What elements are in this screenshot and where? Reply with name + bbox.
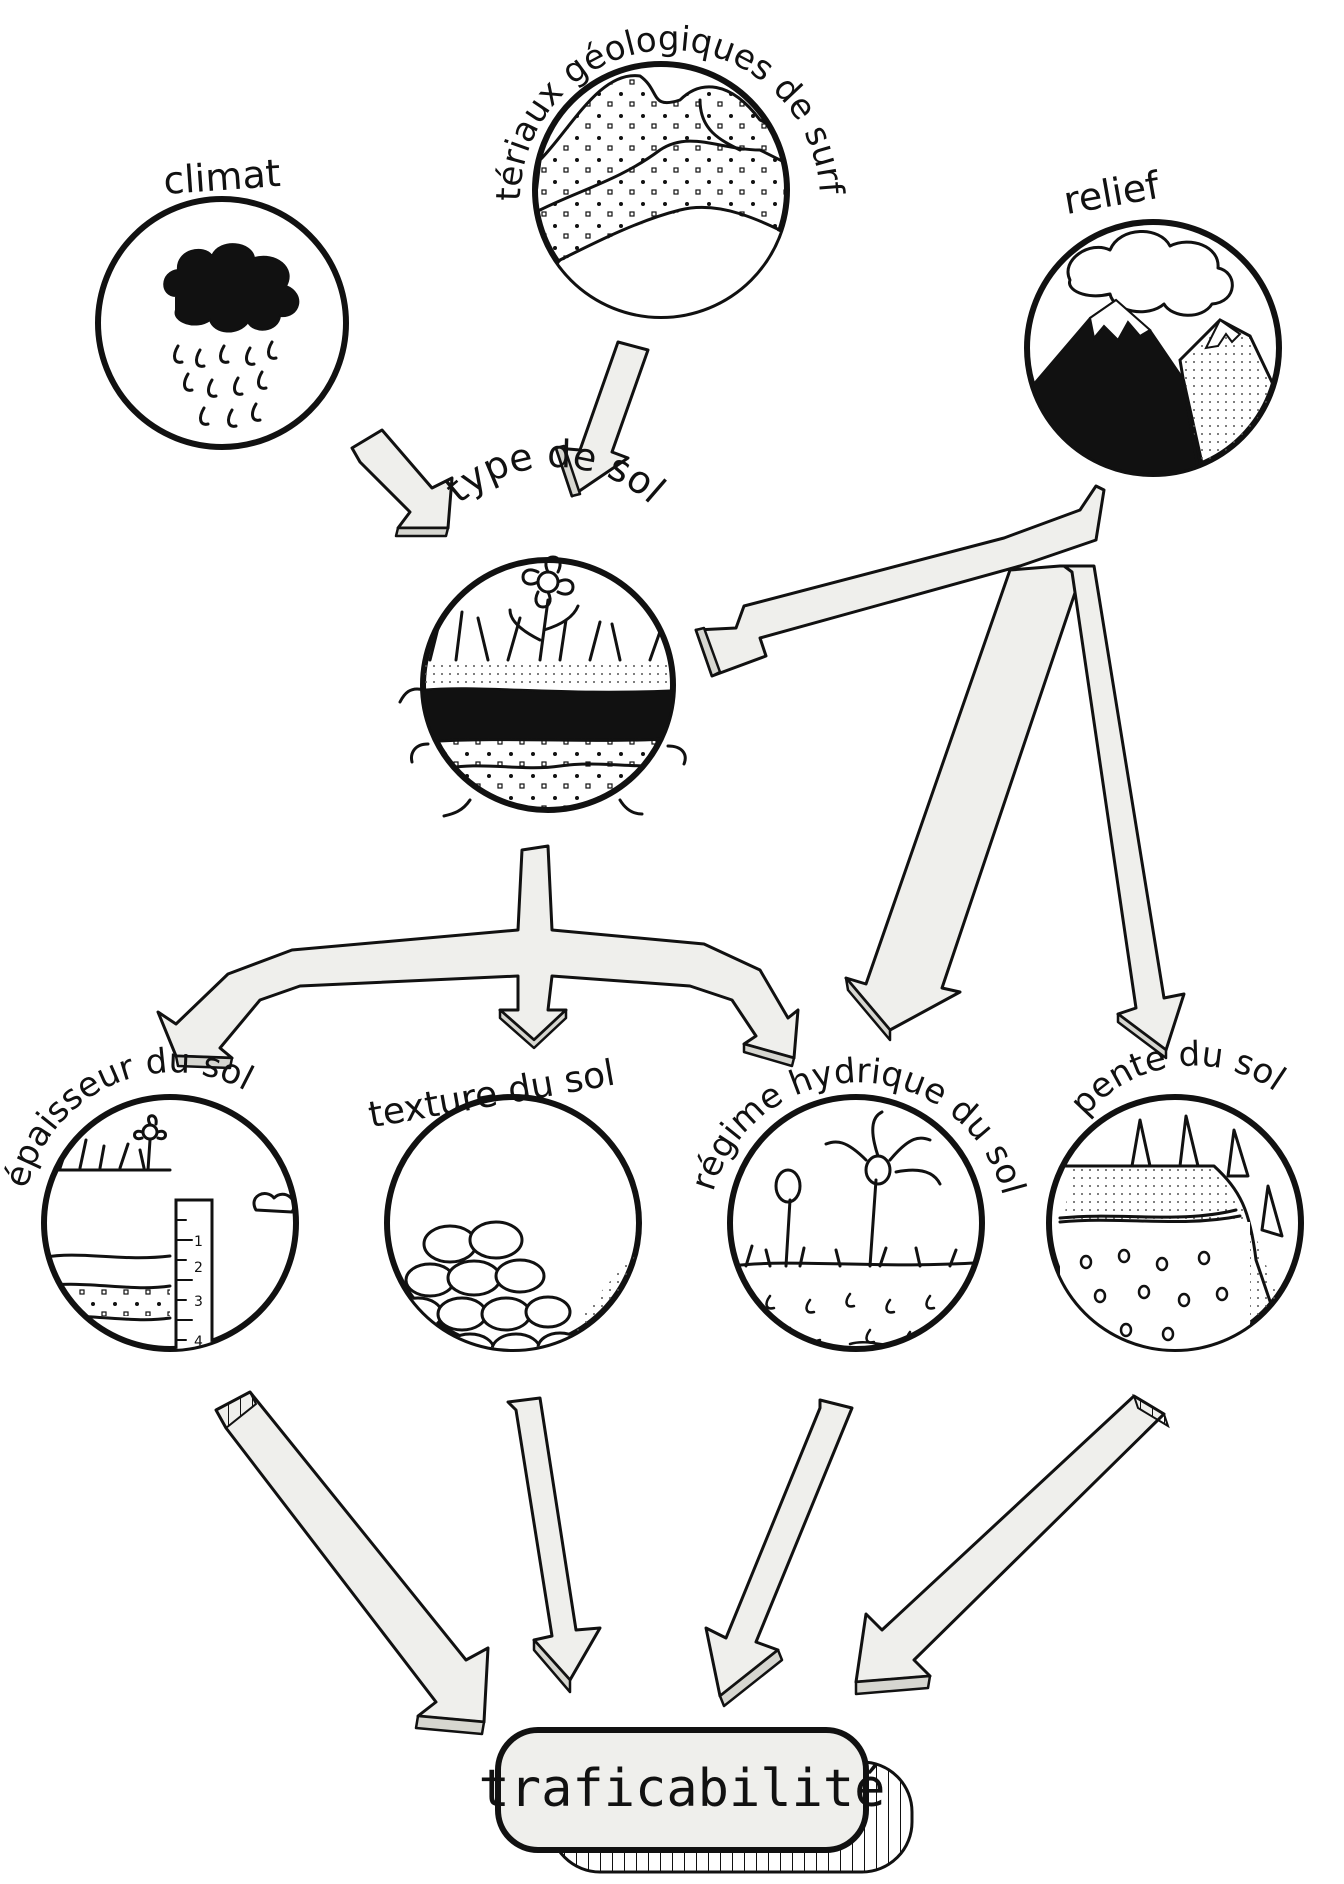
type-sol-node [400,557,685,820]
relief-node [1020,222,1290,480]
arrow-type-sol-branches [158,846,798,1068]
arrow-relief-to-pente [1064,566,1184,1058]
texture-node [387,1097,650,1366]
arrow-pente-to-traficabilite [856,1396,1168,1694]
label-climat: climat [162,151,282,203]
climat-node [98,199,346,447]
arrow-regime-to-traficabilite [706,1400,852,1706]
traficabilite-box: traficabilité [479,1730,913,1872]
arrow-texture-to-traficabilite [508,1398,600,1692]
arrow-epaisseur-to-traficabilite [216,1392,488,1734]
pente-node [1049,1097,1301,1362]
ruler-tick-3: 3 [194,1294,203,1310]
result-label: traficabilité [479,1759,886,1819]
ruler-tick-1: 1 [194,1234,203,1250]
epaisseur-node: 1 2 3 4 [40,1097,296,1360]
label-type-sol: type de sol [437,432,674,512]
arrow-climat-to-type-sol [352,430,452,536]
ruler-tick-2: 2 [194,1260,203,1276]
label-relief: relief [1060,163,1164,223]
regime-node [730,1097,990,1349]
arrow-relief-to-regime [846,566,1084,1040]
